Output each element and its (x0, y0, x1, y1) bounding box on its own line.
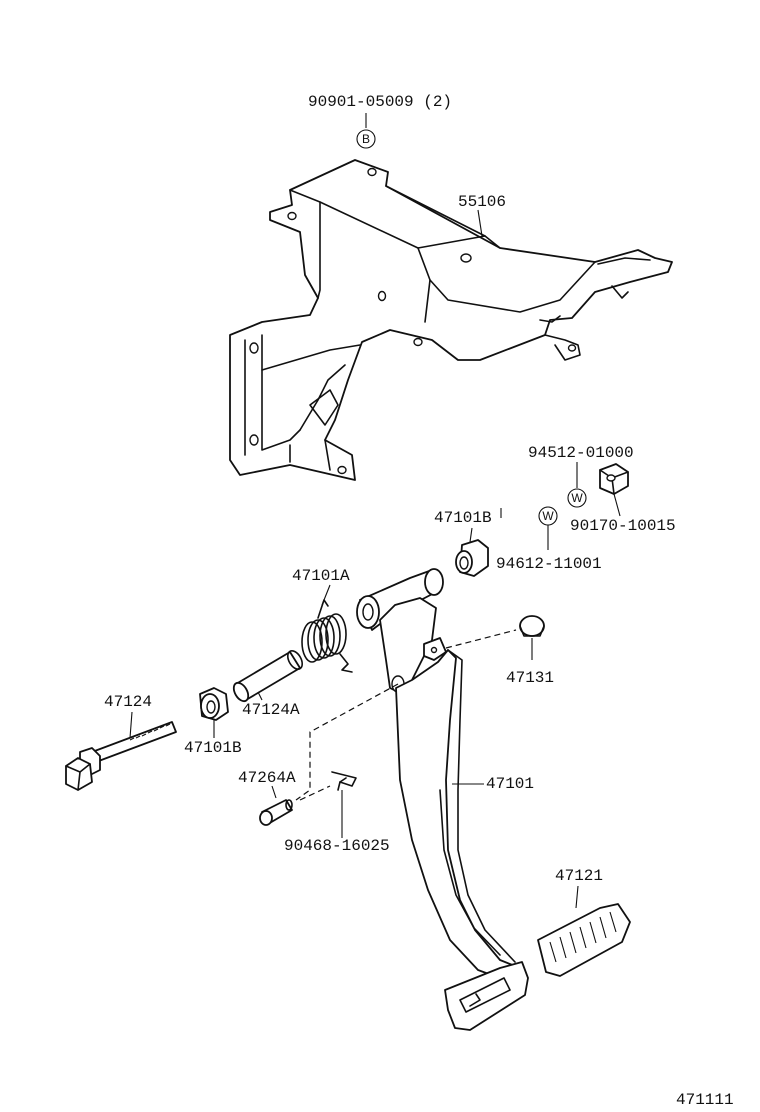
bolt-marker-b: B (356, 129, 376, 149)
label-90901-05009: 90901-05009 (2) (308, 93, 452, 111)
washer-marker-w1: W (567, 488, 587, 508)
collar-47124a[interactable] (231, 648, 305, 703)
label-47124a: 47124A (242, 701, 300, 719)
hex-nut-90170[interactable] (599, 463, 629, 495)
label-90468-16025: 90468-16025 (284, 837, 390, 855)
label-47101b-top: 47101B (434, 509, 492, 527)
brake-pedal-arm-47101[interactable] (356, 568, 529, 1031)
label-47101: 47101 (486, 775, 534, 793)
svg-text:W: W (542, 509, 554, 523)
stopper-cushion-47131[interactable] (519, 615, 545, 637)
label-94512-01000: 94512-01000 (528, 444, 634, 462)
svg-text:W: W (571, 491, 583, 505)
label-94612-11001: 94612-11001 (496, 555, 602, 573)
pivot-bolt-47124[interactable] (65, 721, 177, 791)
label-47101a: 47101A (292, 567, 350, 585)
label-47124: 47124 (104, 693, 152, 711)
retaining-clip-90468[interactable] (331, 771, 357, 791)
clevis-pin-47264a[interactable] (259, 799, 293, 826)
label-55106: 55106 (458, 193, 506, 211)
pedal-pad-47121[interactable] (537, 903, 631, 977)
label-47264a: 47264A (238, 769, 296, 787)
pedal-support-bracket[interactable] (229, 159, 673, 481)
bushing-47101b-top[interactable] (455, 539, 489, 577)
diagram-number: 471111 (676, 1091, 734, 1109)
label-90170-10015: 90170-10015 (570, 517, 676, 535)
washer-marker-w2: W (538, 506, 558, 526)
label-47121: 47121 (555, 867, 603, 885)
label-47131: 47131 (506, 669, 554, 687)
label-47101b-left: 47101B (184, 739, 242, 757)
bushing-47101b-left[interactable] (199, 687, 229, 721)
svg-text:B: B (362, 132, 370, 146)
return-spring-47101a[interactable] (301, 599, 353, 673)
